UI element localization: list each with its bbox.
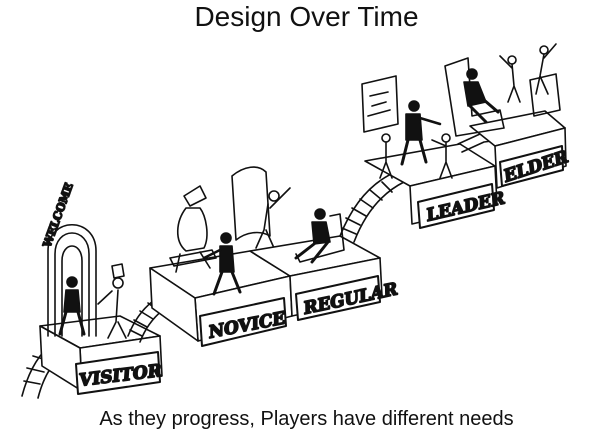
- diagram-caption: As they progress, Players have different…: [0, 405, 613, 435]
- novice-instructor: [176, 186, 210, 272]
- diagram-title: Design Over Time: [0, 0, 613, 36]
- elder-attendant-2: [530, 44, 560, 116]
- stairs-regular-leader: [340, 171, 404, 242]
- waving-figure: [256, 188, 290, 248]
- chalkboard: [362, 76, 398, 132]
- welcome-sign: WELCOME: [40, 181, 76, 250]
- elder-attendant-1: [500, 56, 520, 102]
- stage-progression-illustration: VISITOR WELCOME: [0, 36, 613, 406]
